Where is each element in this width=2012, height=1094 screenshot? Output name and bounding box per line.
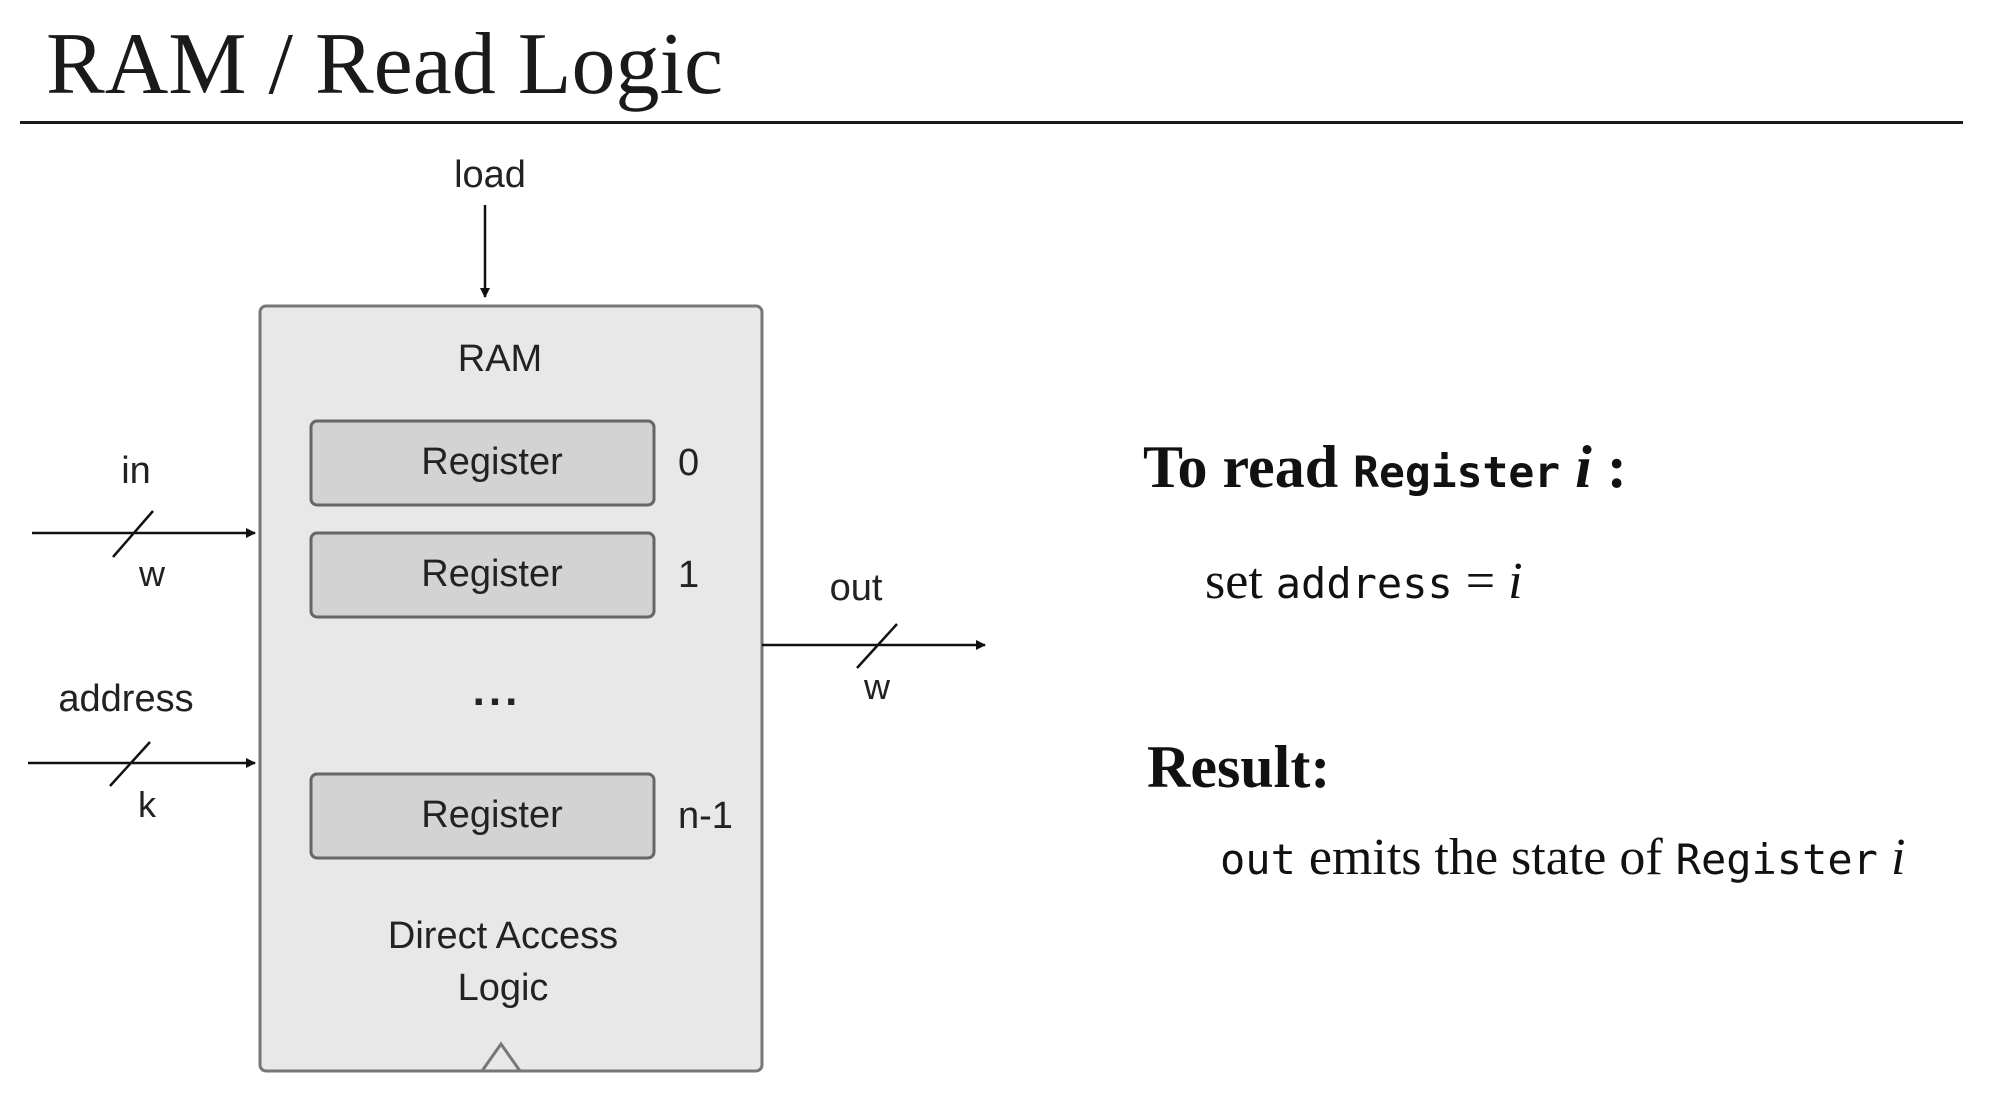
slide-title: RAM / Read Logic: [46, 16, 724, 113]
out-label: out: [830, 567, 883, 609]
result-code-register: Register: [1675, 835, 1878, 884]
read-heading: To read Register i :: [1143, 433, 1627, 502]
read-heading-var: i: [1575, 434, 1592, 500]
read-step: set address = i: [1205, 552, 1523, 611]
direct-access-logic-line1: Direct Access: [388, 915, 618, 957]
result-var: i: [1890, 829, 1906, 886]
read-step-equals: =: [1452, 553, 1509, 610]
address-bus-slash: [109, 741, 151, 787]
register-1: [309, 531, 656, 619]
register-1-label: Register: [421, 553, 563, 595]
register-n-1-index: n-1: [678, 795, 733, 837]
out-width-label: w: [863, 666, 891, 707]
register-n-1-label: Register: [421, 794, 563, 836]
register-n-1: [309, 772, 656, 860]
result-text: emits the state of: [1295, 829, 1676, 886]
register-0-label: Register: [421, 441, 563, 483]
address-label: address: [58, 678, 193, 720]
load-label: load: [454, 154, 526, 196]
result-code-out: out: [1220, 835, 1296, 884]
title-divider: [20, 121, 1963, 124]
read-heading-code: Register: [1353, 448, 1561, 498]
read-heading-colon: :: [1591, 434, 1627, 500]
register-0-index: 0: [678, 442, 699, 484]
result-line: out emits the state of Register i: [1220, 828, 1905, 887]
in-width-label: w: [138, 553, 166, 594]
in-label: in: [121, 450, 151, 492]
register-0: [309, 419, 656, 507]
in-bus-slash: [112, 510, 154, 558]
read-step-var: i: [1508, 553, 1523, 610]
ram-chip-label: RAM: [458, 338, 542, 380]
address-width-label: k: [138, 784, 157, 825]
direct-access-logic-line2: Logic: [458, 967, 549, 1009]
read-step-text: set: [1205, 553, 1276, 610]
result-heading: Result:: [1147, 734, 1331, 800]
register-1-index: 1: [678, 554, 699, 596]
read-step-code: address: [1275, 559, 1453, 608]
register-ellipsis: ...: [473, 666, 522, 715]
read-heading-text: To read: [1143, 434, 1354, 500]
out-bus-slash: [856, 623, 898, 669]
clock-triangle-icon: [480, 1041, 522, 1072]
